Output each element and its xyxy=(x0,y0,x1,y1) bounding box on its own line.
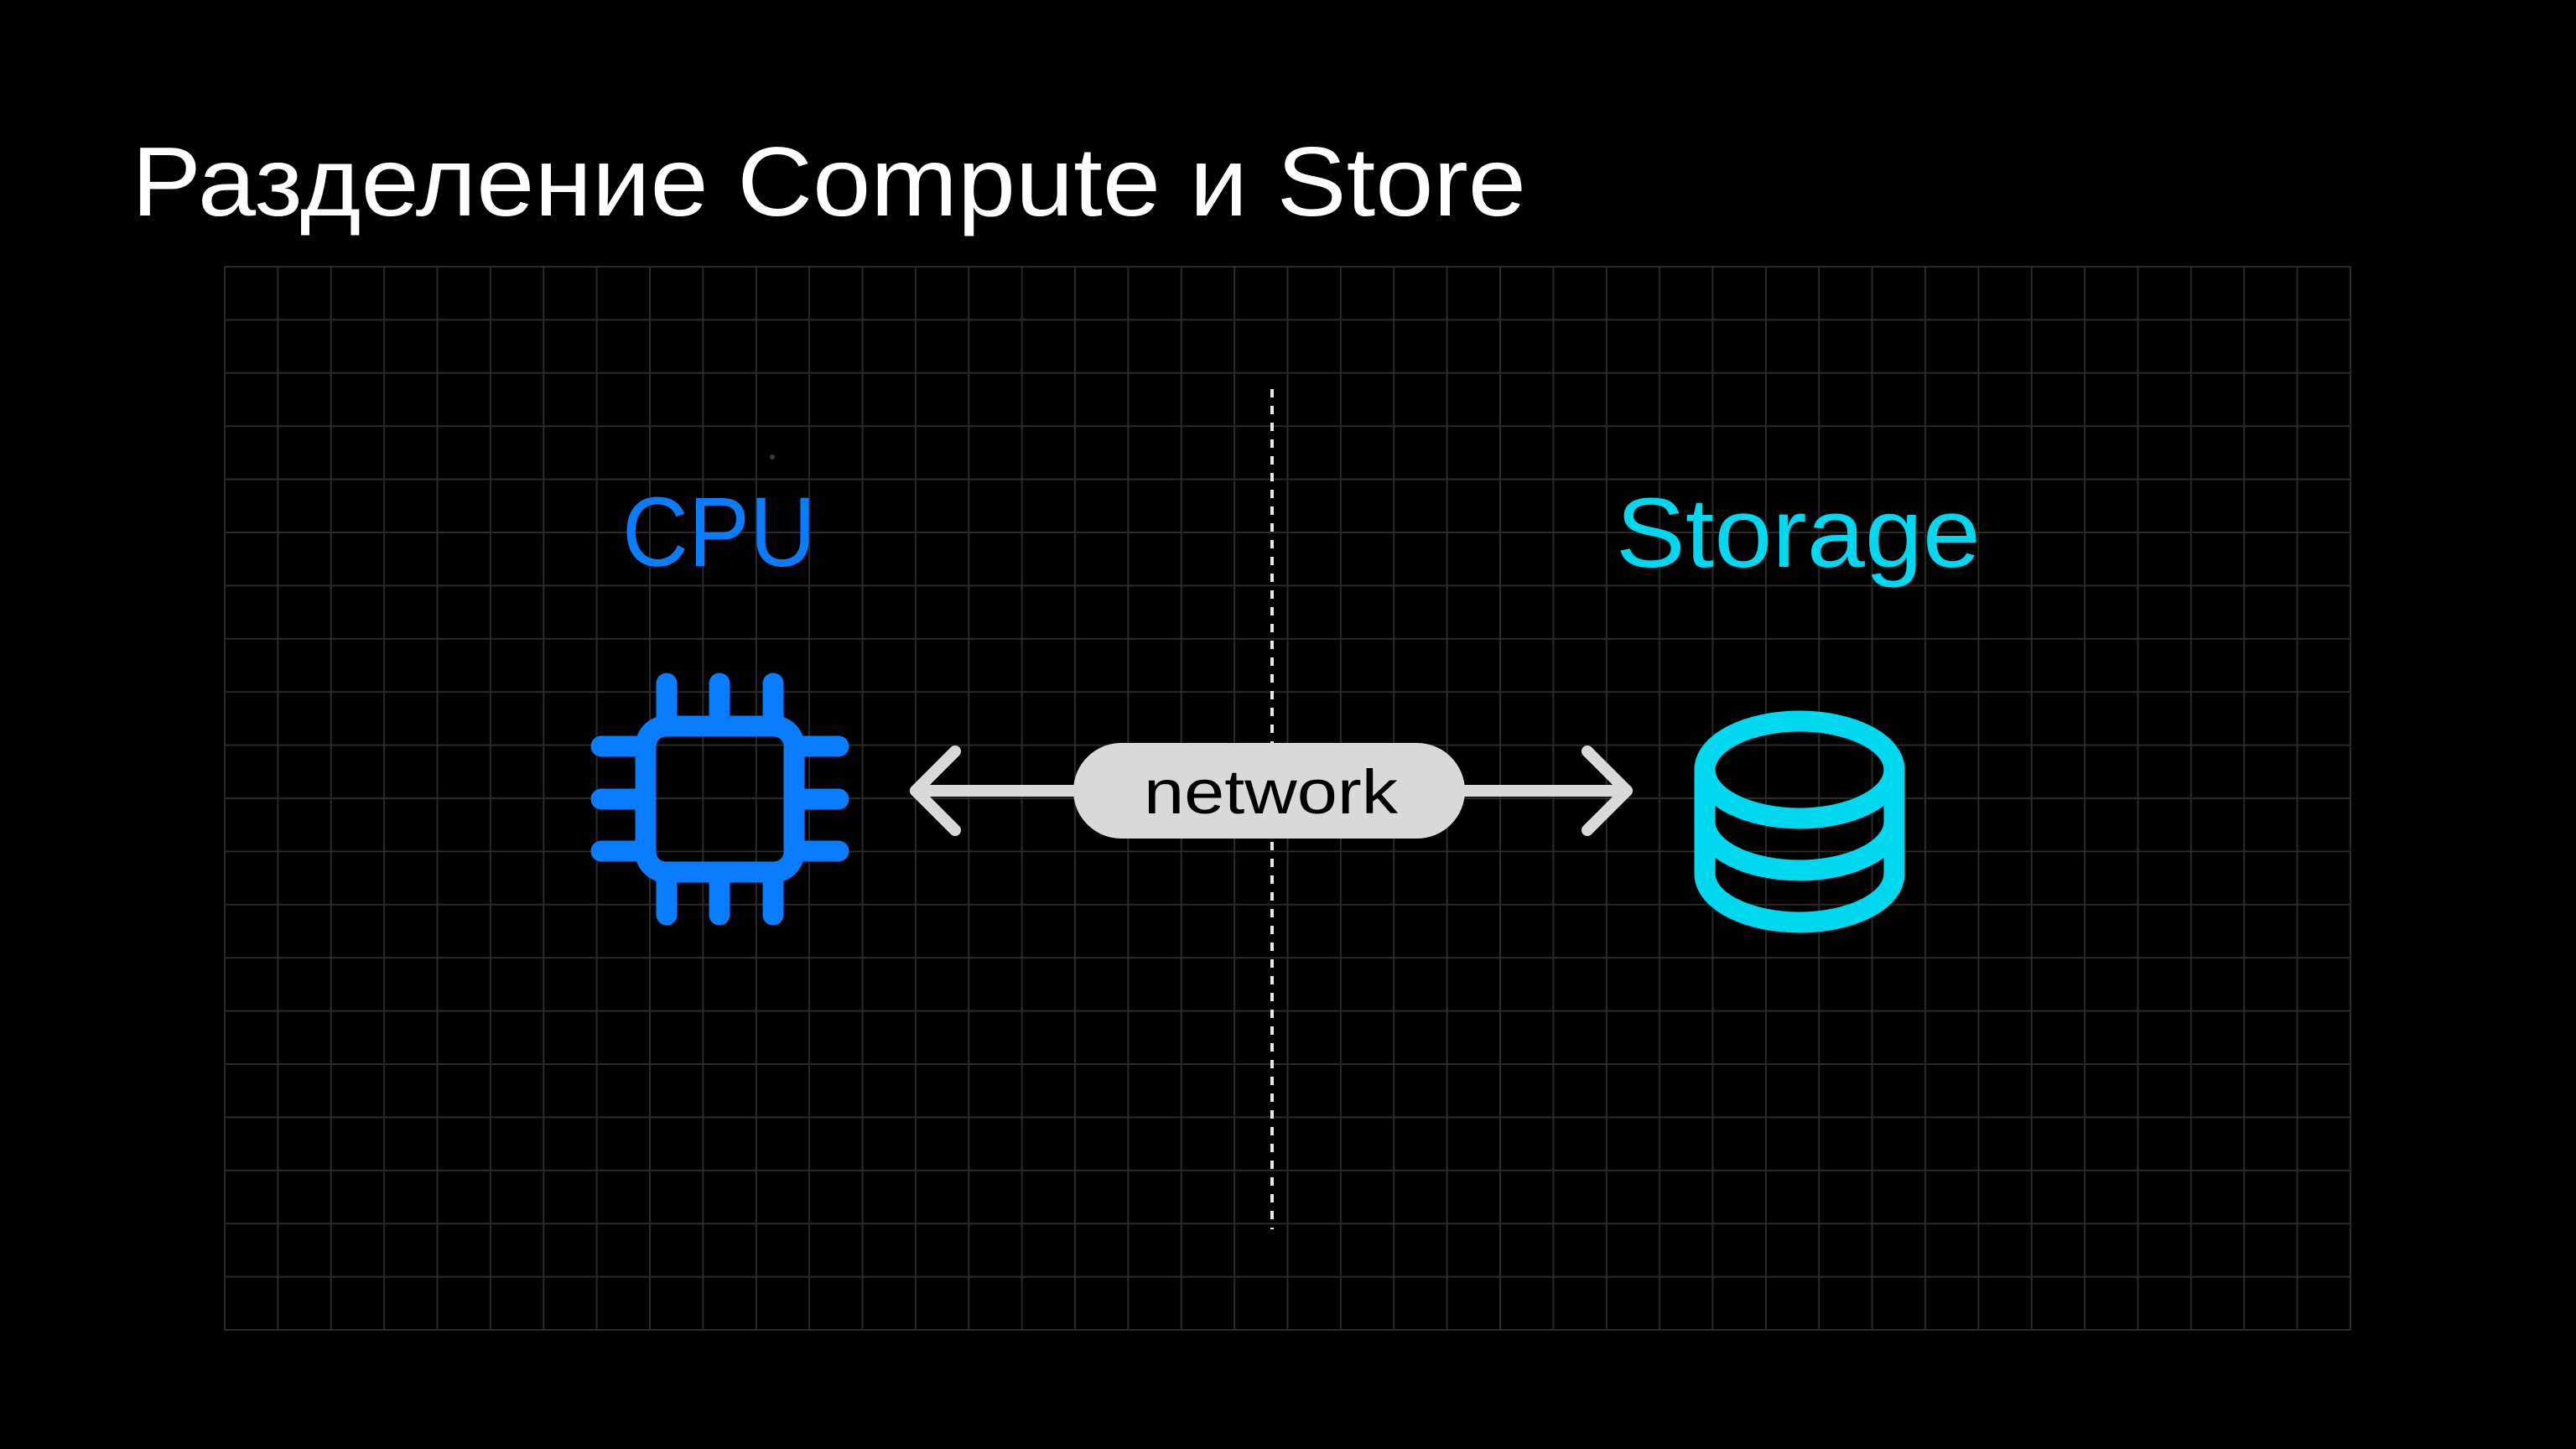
decorative-dot xyxy=(770,454,775,460)
slide-title: Разделение Compute и Store xyxy=(132,127,1526,236)
arrow-right-icon xyxy=(1581,745,1633,836)
cpu-label: CPU xyxy=(622,477,816,588)
arrow-left-icon xyxy=(910,745,961,836)
database-middle-ring xyxy=(1694,811,1905,881)
storage-label: Storage xyxy=(1616,478,1981,589)
network-label: network xyxy=(1144,757,1399,827)
cpu-chip-icon xyxy=(590,673,849,926)
database-top xyxy=(1694,710,1905,829)
database-icon xyxy=(1694,710,1905,933)
network-pill xyxy=(1073,743,1465,839)
database-body xyxy=(1694,759,1905,933)
